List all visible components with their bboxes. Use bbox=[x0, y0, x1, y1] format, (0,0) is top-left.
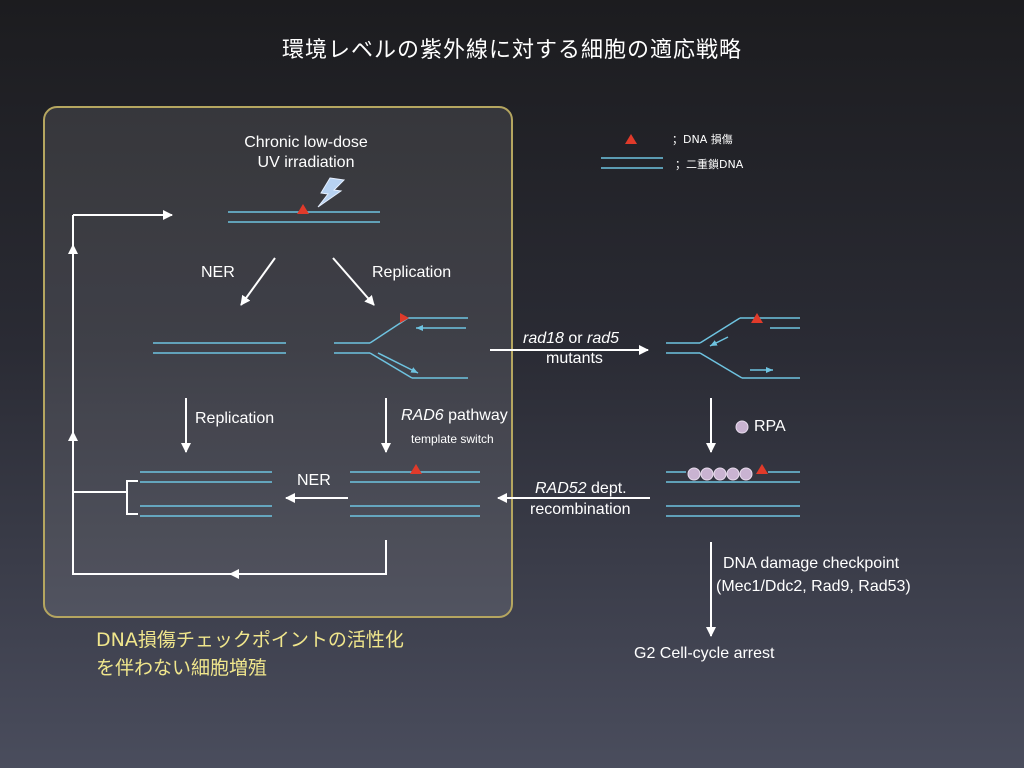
mutants-label: mutants bbox=[546, 350, 603, 367]
rad52-dept: dept. bbox=[586, 480, 627, 497]
rad6-label: RAD6 pathway bbox=[401, 407, 508, 425]
replication-left-label: Replication bbox=[195, 410, 275, 427]
rad18-label: rad18 or rad5 bbox=[523, 330, 619, 348]
arrow-replication-top bbox=[332, 257, 375, 306]
rad52-label: RAD52 dept. bbox=[535, 480, 627, 498]
fork-right-damage-marker bbox=[751, 313, 763, 323]
template-switch-damage-marker bbox=[410, 464, 422, 474]
uv-bolt-icon bbox=[317, 177, 346, 208]
template-switch-label: template switch bbox=[411, 432, 494, 446]
replication-top-label: Replication bbox=[372, 264, 452, 281]
feedback-loop bbox=[72, 491, 387, 575]
rpa-icon bbox=[735, 420, 749, 434]
replication-fork-left bbox=[334, 317, 468, 379]
daughter-duplexes bbox=[140, 471, 272, 517]
chronic-label-line2: UV irradiation bbox=[257, 154, 355, 171]
rpa-damage-marker bbox=[756, 464, 768, 474]
rpa-coated-duplexes bbox=[666, 471, 800, 517]
rad52-gene: RAD52 bbox=[535, 480, 587, 497]
caption-line1: DNA損傷チェックポイントの活性化 bbox=[96, 629, 404, 651]
rpa-beads bbox=[687, 467, 753, 481]
legend-dsdna-text: ；二重鎖DNA bbox=[675, 158, 744, 171]
template-switch-duplexes bbox=[350, 471, 480, 517]
ner-bottom-label: NER bbox=[297, 472, 331, 489]
caption: DNA損傷チェックポイントの活性化 を伴わない細胞増殖 bbox=[96, 626, 404, 682]
checkpoint-label-line2: (Mec1/Ddc2, Rad9, Rad53) bbox=[716, 578, 911, 595]
g2-arrest-label: G2 Cell-cycle arrest bbox=[634, 645, 775, 662]
page-title: 環境レベルの紫外線に対する細胞の適応戦略 bbox=[281, 38, 742, 63]
rad6-pathway: pathway bbox=[443, 407, 508, 424]
rad18-gene: rad18 bbox=[523, 330, 564, 347]
fork-left-damage-marker bbox=[400, 313, 409, 323]
arrow-ner-top bbox=[240, 257, 276, 306]
repaired-dna bbox=[153, 342, 286, 354]
recombination-label: recombination bbox=[530, 501, 631, 518]
proliferation-box bbox=[43, 106, 513, 618]
duplex-bracket bbox=[126, 480, 138, 515]
top-damage-marker bbox=[297, 204, 309, 214]
checkpoint-label-line1: DNA damage checkpoint bbox=[723, 555, 900, 572]
legend-damage-text: ；DNA 損傷 bbox=[672, 133, 733, 146]
legend-dsdna-marker bbox=[601, 157, 663, 169]
rad18-or: or bbox=[563, 330, 588, 347]
replication-fork-right bbox=[666, 317, 800, 379]
chronic-label-line1: Chronic low-dose bbox=[244, 134, 368, 151]
rad6-gene: RAD6 bbox=[401, 407, 444, 424]
rad5-gene: rad5 bbox=[587, 330, 620, 347]
ner-top-label: NER bbox=[201, 264, 235, 281]
rpa-label: RPA bbox=[754, 418, 786, 435]
caption-line2: を伴わない細胞増殖 bbox=[96, 657, 268, 679]
legend-damage-marker bbox=[625, 134, 637, 144]
